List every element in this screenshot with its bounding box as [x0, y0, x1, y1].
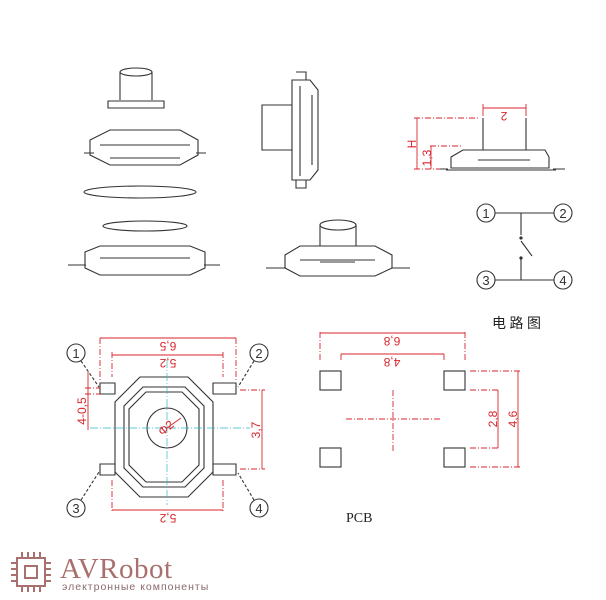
dim-pcb-outer-height: 4,6 — [506, 410, 520, 427]
pcb-label: PCB — [346, 511, 372, 526]
circuit-title: 电 路 图 — [492, 316, 541, 332]
pin-label-2: 2 — [255, 346, 262, 361]
pin-label-3: 3 — [72, 501, 79, 516]
dim-pcb-inner-height: 2,8 — [486, 410, 500, 427]
dim-body-height: 1,3 — [420, 149, 434, 166]
side-section-view — [261, 71, 319, 189]
dim-pin-pitch: 3,7 — [249, 421, 263, 438]
chip-logo-icon — [11, 552, 51, 592]
top-view: 6,5 5,2 5,2 4-0,5 3,7 Φ2 1 2 3 4 — [66, 337, 269, 525]
dim-body-width-bottom: 5,2 — [159, 511, 176, 525]
pin-label-1: 1 — [72, 346, 79, 361]
pcb-footprint: 6,8 4,8 2,8 4,6 PCB — [319, 332, 520, 526]
circuit-diagram: 1 2 3 4 电 路 图 — [476, 203, 573, 332]
dim-actuator-width: 2 — [500, 109, 507, 123]
pin-label-4: 4 — [255, 501, 262, 516]
dim-height: H — [405, 140, 419, 149]
brand-tagline: электронные компоненты — [62, 581, 210, 593]
circuit-pin-1: 1 — [482, 206, 489, 221]
circuit-pin-3: 3 — [482, 273, 489, 288]
side-view-dimensioned: 2 H 1,3 — [405, 104, 565, 171]
dim-pcb-outer-width: 6,8 — [383, 334, 400, 348]
dim-overall-width: 6,5 — [159, 339, 176, 353]
brand-name: AVRobot — [60, 553, 173, 585]
dim-body-width-top: 5,2 — [159, 356, 176, 370]
exploded-view — [68, 67, 220, 276]
circuit-pin-2: 2 — [559, 206, 566, 221]
assembled-view — [266, 219, 410, 277]
dim-pcb-inner-width: 4,8 — [383, 355, 400, 369]
circuit-pin-4: 4 — [559, 273, 566, 288]
dim-pin-width: 4-0,5 — [75, 397, 89, 425]
